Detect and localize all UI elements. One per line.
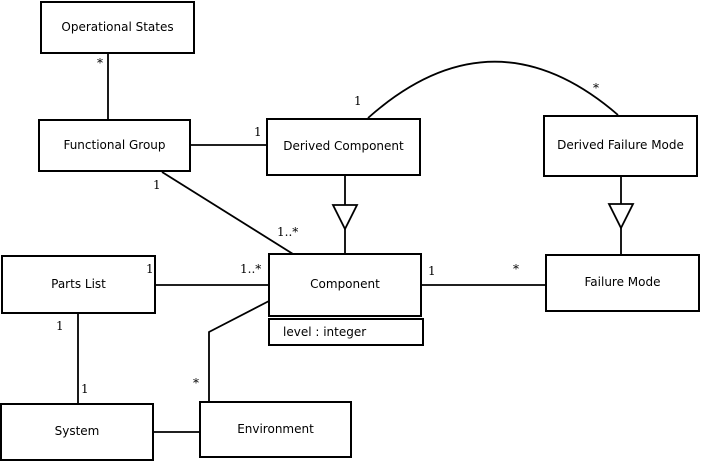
class-box-system: System xyxy=(0,403,154,461)
class-box-operational-states: Operational States xyxy=(40,1,195,54)
class-box-functional-group: Functional Group xyxy=(38,119,191,172)
class-name: Derived Component xyxy=(283,139,404,154)
class-name: Environment xyxy=(237,421,314,436)
attribute-text: level : integer xyxy=(283,325,367,339)
multiplicity-pl-comp-near-comp: 1..* xyxy=(240,262,262,276)
generalization-triangle-icon xyxy=(331,204,359,232)
multiplicity-comp-fm-near-comp: 1 xyxy=(428,264,436,278)
association-arc-derivedcomponent-derivedfailuremode xyxy=(367,60,619,119)
class-box-environment: Environment xyxy=(199,401,352,458)
class-name: System xyxy=(54,424,100,439)
class-name: Derived Failure Mode xyxy=(557,138,684,153)
class-name: Functional Group xyxy=(63,137,166,152)
multiplicity-pl-sys-near-sys: 1 xyxy=(81,382,89,396)
class-box-derived-failure-mode: Derived Failure Mode xyxy=(543,115,698,177)
class-box-derived-component: Derived Component xyxy=(266,118,421,176)
multiplicity-os-fg: * xyxy=(97,56,103,70)
multiplicity-fg-dc: 1 xyxy=(254,125,262,139)
generalization-triangle-icon xyxy=(607,203,635,231)
multiplicity-comp-fm-near-fm: * xyxy=(513,262,519,276)
association-line-functionalgroup-component xyxy=(161,171,294,255)
component-attributes-compartment: level : integer xyxy=(268,318,424,346)
association-line-environment-component xyxy=(208,300,270,401)
class-box-component: Component xyxy=(268,253,422,317)
multiplicity-dc-dfm-near-dfm: * xyxy=(593,81,599,95)
multiplicity-env-comp: * xyxy=(193,376,199,390)
class-box-failure-mode: Failure Mode xyxy=(545,254,700,312)
class-name: Operational States xyxy=(61,19,174,34)
multiplicity-dc-dfm-near-dc: 1 xyxy=(354,94,362,108)
multiplicity-fg-comp-near-fg: 1 xyxy=(153,178,161,192)
class-box-parts-list: Parts List xyxy=(1,255,156,314)
class-name: Failure Mode xyxy=(584,275,661,290)
multiplicity-pl-comp-near-pl: 1 xyxy=(146,262,154,276)
class-name: Parts List xyxy=(51,276,106,291)
class-name: Component xyxy=(310,277,380,292)
multiplicity-fg-comp-near-comp: 1..* xyxy=(277,225,299,239)
multiplicity-pl-sys-near-pl: 1 xyxy=(56,319,64,333)
